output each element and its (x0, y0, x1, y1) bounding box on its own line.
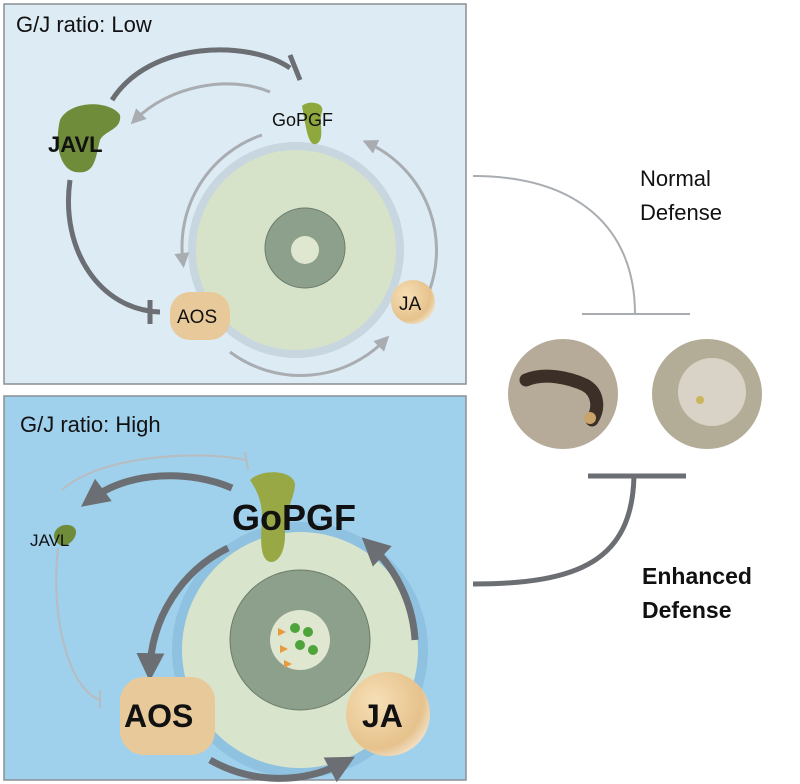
arrow-gopgf-to-javl (130, 82, 271, 125)
arrow-aos-to-ja (208, 756, 355, 783)
caterpillar-icon (508, 339, 618, 449)
arrow-ja-to-gopgf (362, 139, 439, 304)
arrow-gopgf-to-javl (81, 472, 234, 507)
aos-node (120, 677, 215, 755)
gopgf-protein (302, 102, 323, 145)
aos-label: AOS (124, 698, 193, 734)
arrow-gopgf-to-aos (174, 133, 263, 268)
normal-defense-line1: Normal (640, 166, 711, 191)
arrow-ja-to-gopgf (361, 537, 419, 641)
vascular-core (291, 236, 319, 264)
panel-low-title: G/J ratio: Low (16, 12, 152, 37)
ja-node (391, 280, 435, 324)
enhanced-inhibition-line (472, 475, 637, 587)
arrow-gopgf-to-aos (136, 544, 230, 682)
inhibit-bar (287, 54, 303, 81)
enhanced-defense-line2: Defense (642, 597, 731, 623)
normal-inhibition-line (472, 175, 636, 315)
inhibit-javl-aos (55, 547, 101, 701)
inhibit-javl-gopgf (109, 47, 292, 102)
javl-label: JAVL (48, 132, 103, 157)
normal-defense-line2: Defense (640, 200, 722, 225)
ja-label: JA (399, 294, 422, 315)
gopgf-label: GoPGF (272, 110, 333, 130)
javl-protein (57, 104, 121, 173)
ja-label: JA (362, 698, 403, 734)
panel-high: G/J ratio: High JAVL GoPGF AOS JA (3, 395, 467, 783)
gopgf-protein (250, 472, 295, 562)
javl-protein (53, 524, 76, 546)
aos-label: AOS (177, 307, 217, 328)
enhanced-defense-line1: Enhanced (642, 563, 752, 589)
javl-label: JAVL (30, 531, 69, 550)
panel-low: G/J ratio: Low JAVL GoPGF AOS JA (3, 3, 467, 385)
defense-compounds (278, 623, 318, 668)
damaged-leaf-icon (652, 339, 762, 449)
inhibit-bar (244, 451, 249, 471)
ja-node (346, 672, 430, 756)
gopgf-label: GoPGF (232, 497, 356, 538)
aos-node (170, 292, 230, 340)
outcomes: Normal Defense Enhanced Defense (472, 166, 762, 623)
inhibit-javl-gopgf (61, 454, 246, 491)
panel-high-title: G/J ratio: High (20, 412, 161, 437)
inhibit-javl-aos (66, 179, 161, 315)
arrow-aos-to-ja (229, 335, 390, 377)
